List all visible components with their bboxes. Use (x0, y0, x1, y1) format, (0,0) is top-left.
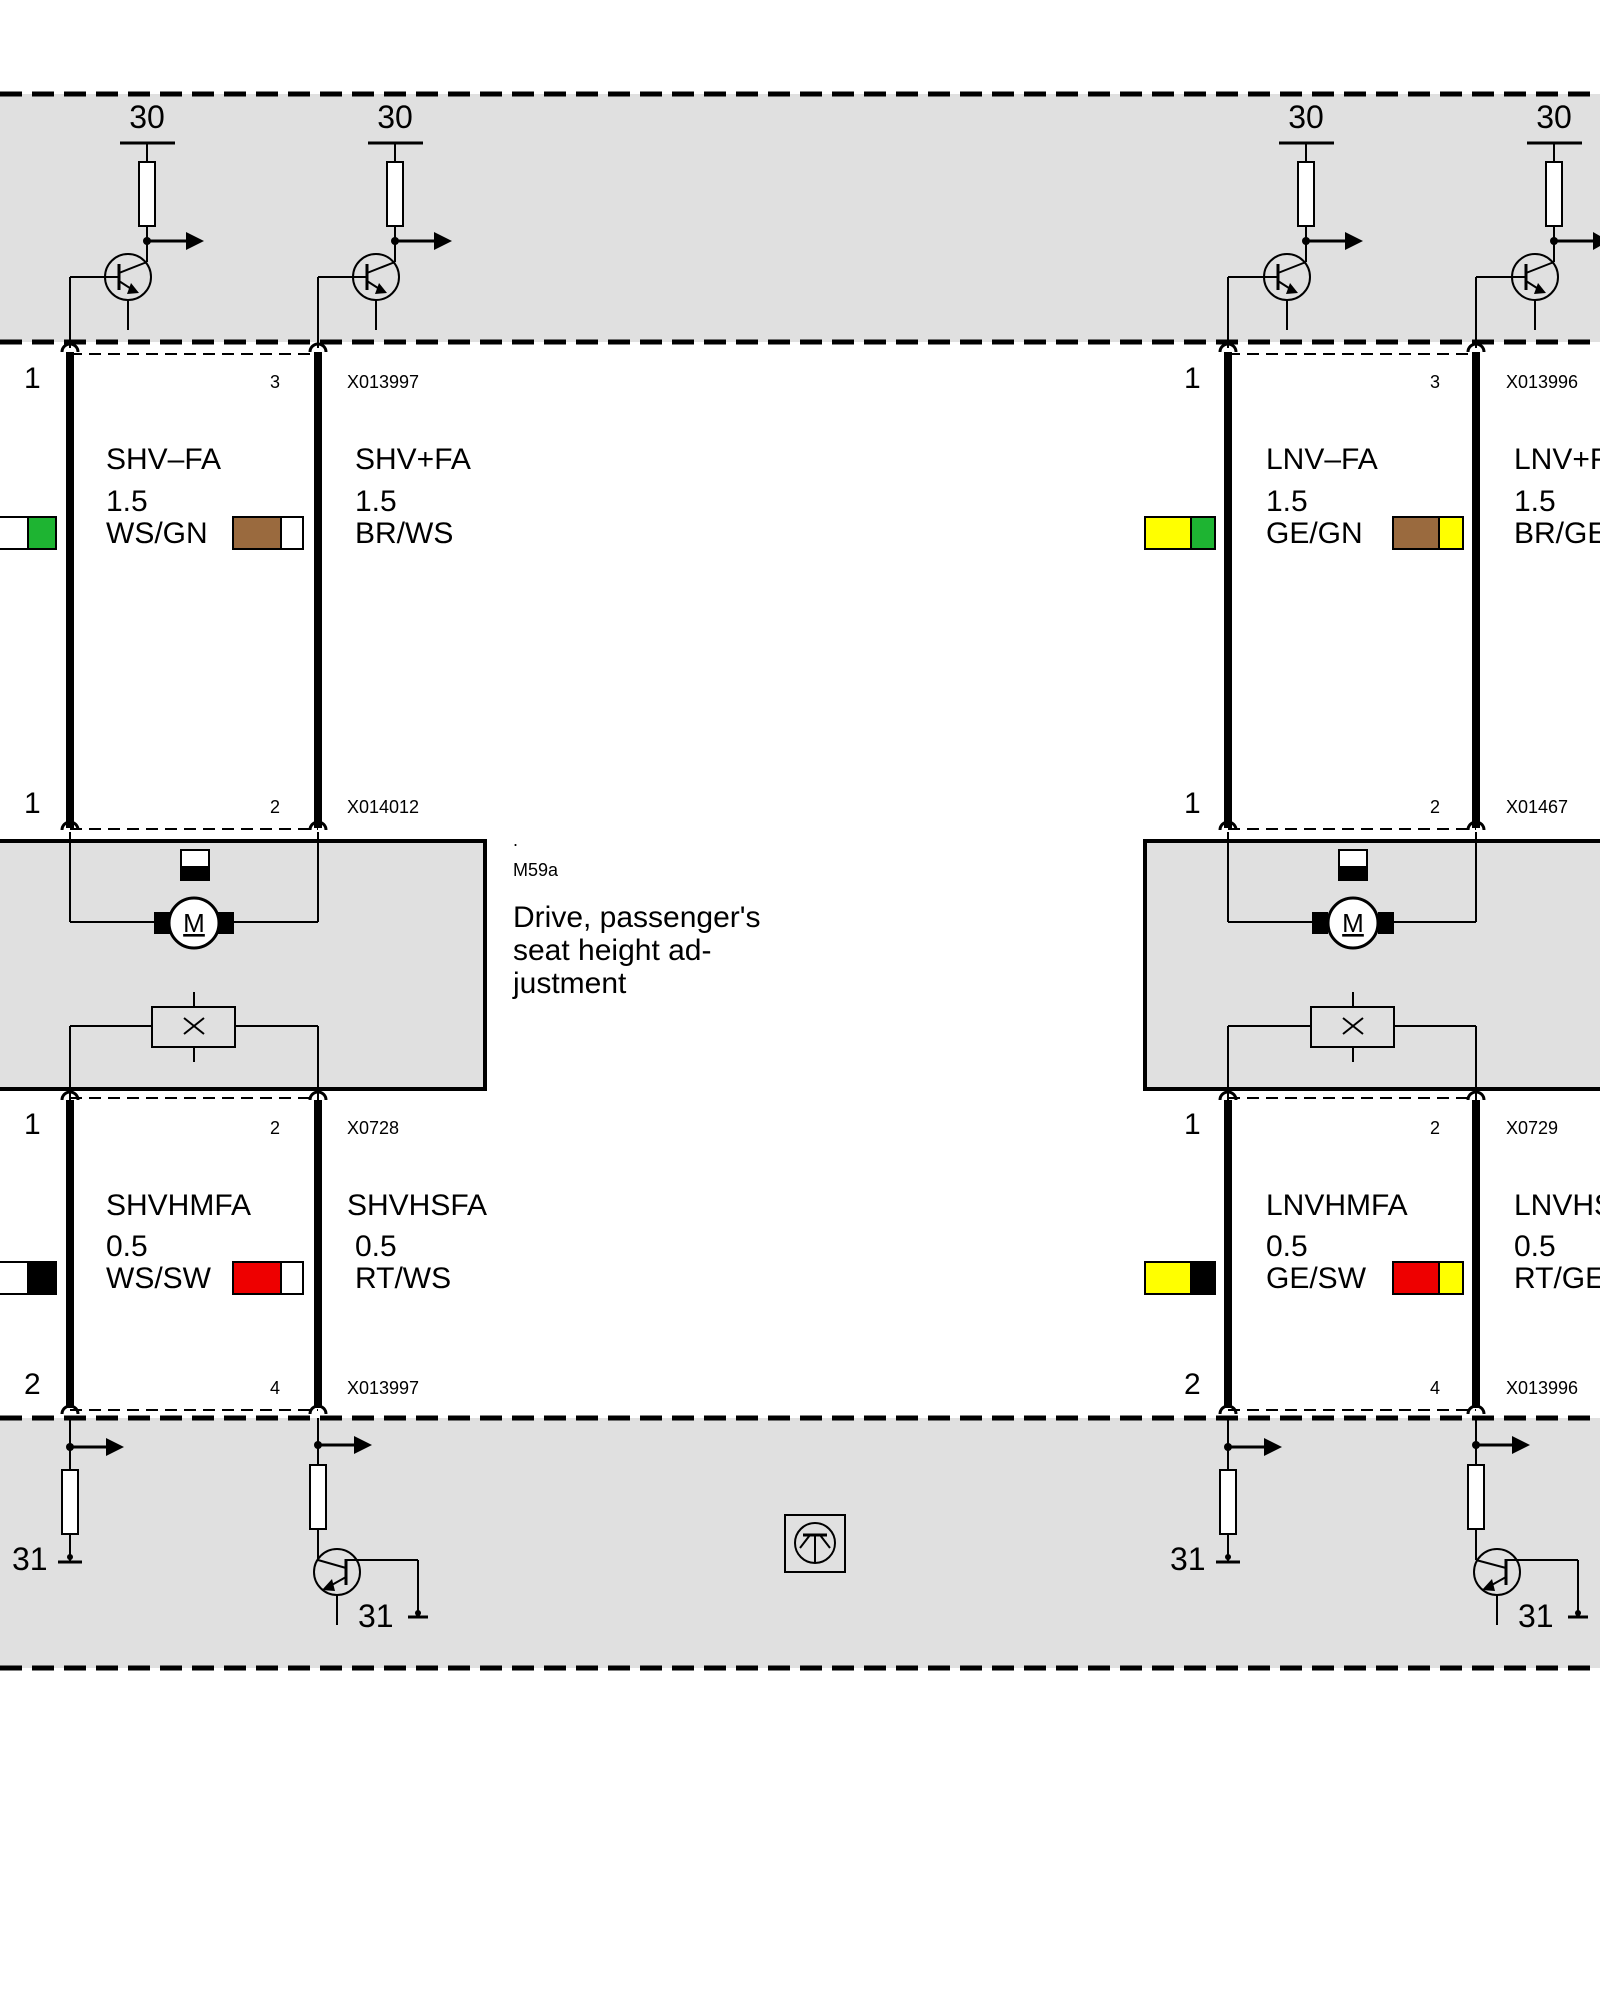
left-mid-pin-right: 2 (270, 797, 280, 817)
wire-color-swatches (0, 516, 1464, 1295)
right-low-connector-id: X0729 (1506, 1118, 1558, 1138)
right-wire-b-name: LNV+FA (1514, 443, 1600, 476)
swatch-left-d-2 (280, 1261, 304, 1295)
connector-outlines (70, 353, 1476, 1411)
terminal-30-3: 30 (1288, 99, 1324, 135)
left-low-connector-id: X0728 (347, 1118, 399, 1138)
motor-internals-left (69, 832, 319, 1100)
right-mid-pin-left: 1 (1184, 787, 1201, 820)
left-low-pin-right: 2 (270, 1118, 280, 1138)
motor-symbol-left: M (183, 908, 205, 938)
terminal-30-2: 30 (377, 99, 413, 135)
component-desc-line-3: justment (512, 967, 627, 1000)
right-top-connector-id: X013996 (1506, 372, 1578, 392)
component-desc-line-2: seat height ad- (513, 934, 711, 967)
terminal-31-2: 31 (358, 1598, 394, 1634)
motor-block-left (0, 839, 487, 1091)
right-wire-c-size: 0.5 (1266, 1230, 1308, 1263)
left-wire-c-name: SHVHMFA (106, 1189, 251, 1222)
left-bottom-pin-right: 4 (270, 1378, 280, 1398)
swatch-left-b-1 (232, 516, 282, 550)
component-desc-line-1: Drive, passenger's (513, 901, 761, 934)
right-low-pin-left: 1 (1184, 1108, 1201, 1141)
right-bottom-connector-id: X013996 (1506, 1378, 1578, 1398)
left-mid-connector-id: X014012 (347, 797, 419, 817)
swatch-right-a-2 (1190, 516, 1216, 550)
control-unit-symbol-icon (784, 1514, 846, 1573)
left-wire-c-color: WS/SW (106, 1262, 212, 1295)
left-mid-pin-left: 1 (24, 787, 41, 820)
left-bottom-pin-left: 2 (24, 1368, 41, 1401)
terminal-30-4: 30 (1536, 99, 1572, 135)
component-id: M59a (513, 860, 559, 880)
right-wire-d-name: LNVHSFA (1514, 1189, 1600, 1222)
left-wire-b-size: 1.5 (355, 485, 397, 518)
right-wire-c-name: LNVHMFA (1266, 1189, 1408, 1222)
swatch-right-d-1 (1392, 1261, 1440, 1295)
left-wire-d-size: 0.5 (355, 1230, 397, 1263)
right-wire-b-size: 1.5 (1514, 485, 1556, 518)
component-dot: . (513, 830, 518, 850)
right-wire-a-color: GE/GN (1266, 517, 1363, 550)
right-wire-d-color: RT/GE (1514, 1262, 1600, 1295)
motor-symbol-right: M (1342, 908, 1364, 938)
right-mid-pin-right: 2 (1430, 797, 1440, 817)
swatch-left-c-2 (27, 1261, 57, 1295)
right-wire-a-size: 1.5 (1266, 485, 1308, 518)
swatch-left-a-2 (27, 516, 57, 550)
left-wire-a-color: WS/GN (106, 517, 208, 550)
motor-internals-right (1227, 832, 1477, 1100)
right-mid-connector-id: X01467 (1506, 797, 1568, 817)
left-wire-b-color: BR/WS (355, 517, 453, 550)
motor-block-right (1143, 839, 1600, 1091)
swatch-right-c-1 (1144, 1261, 1192, 1295)
swatch-right-b-1 (1392, 516, 1440, 550)
right-top-pin-right: 3 (1430, 372, 1440, 392)
swatch-left-b-2 (280, 516, 304, 550)
top-driver-circuits (69, 141, 1600, 348)
swatch-right-c-2 (1190, 1261, 1216, 1295)
right-low-pin-right: 2 (1430, 1118, 1440, 1138)
left-wire-d-name: SHVHSFA (347, 1189, 487, 1222)
swatch-right-b-2 (1438, 516, 1464, 550)
left-wire-b-name: SHV+FA (355, 443, 471, 476)
top-control-module (0, 94, 1600, 342)
right-wire-d-size: 0.5 (1514, 1230, 1556, 1263)
right-wire-a-name: LNV–FA (1266, 443, 1378, 476)
terminal-31-3: 31 (1170, 1541, 1206, 1577)
right-bottom-pin-left: 2 (1184, 1368, 1201, 1401)
right-bottom-pin-right: 4 (1430, 1378, 1440, 1398)
terminal-30-1: 30 (129, 99, 165, 135)
swatch-left-a-1 (0, 516, 29, 550)
right-top-pin-left: 1 (1184, 362, 1201, 395)
right-wire-b-color: BR/GE (1514, 517, 1600, 550)
swatch-right-d-2 (1438, 1261, 1464, 1295)
left-wire-d-color: RT/WS (355, 1262, 451, 1295)
left-low-pin-left: 1 (24, 1108, 41, 1141)
bottom-sense-circuits (58, 1418, 1588, 1625)
swatch-left-c-1 (0, 1261, 29, 1295)
swatch-right-a-1 (1144, 516, 1192, 550)
right-wire-c-color: GE/SW (1266, 1262, 1367, 1295)
swatch-left-d-1 (232, 1261, 282, 1295)
left-top-connector-id: X013997 (347, 372, 419, 392)
thick-wires (66, 352, 1480, 1408)
terminal-31-1: 31 (12, 1541, 48, 1577)
left-wire-a-size: 1.5 (106, 485, 148, 518)
left-wire-a-name: SHV–FA (106, 443, 221, 476)
left-top-pin-left: 1 (24, 362, 41, 395)
left-bottom-connector-id: X013997 (347, 1378, 419, 1398)
left-wire-c-size: 0.5 (106, 1230, 148, 1263)
terminal-31-4: 31 (1518, 1598, 1554, 1634)
left-top-pin-right: 3 (270, 372, 280, 392)
